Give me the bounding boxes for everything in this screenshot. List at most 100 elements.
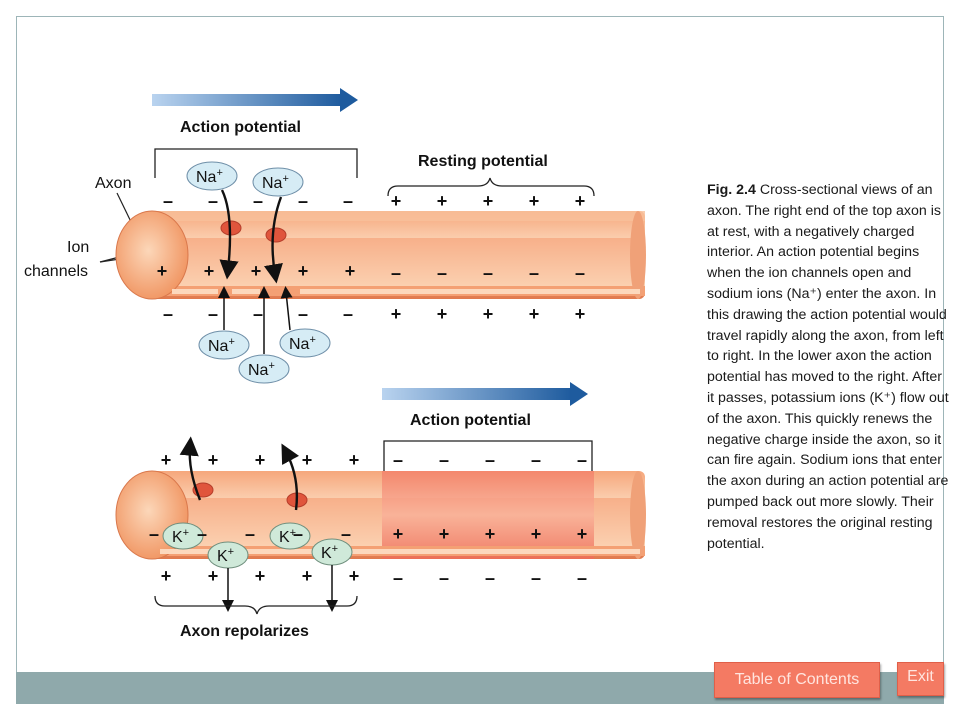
ion-charge: + [228,546,234,558]
na-influx-arrow [263,196,283,284]
k-ion-bubble: K+ [162,522,204,550]
bottom-axon-outer-charges-right: ––––– [393,450,587,470]
ion-channel [265,227,287,243]
positive-charge: + [575,304,586,324]
top-axon-inner-charges-left: + + + + + [157,261,356,281]
negative-charge: – [577,450,587,470]
negative-charge: – [485,568,495,588]
repolarize-bracket [154,595,358,615]
positive-charge: + [255,450,266,470]
k-ion-label: K [321,545,332,562]
ion-charge: + [183,527,189,539]
positive-charge: + [345,261,356,281]
k-efflux-arrow [281,443,300,511]
positive-charge: + [302,566,313,586]
positive-charge: + [157,261,168,281]
k-ion-bubble: K+ [269,522,311,550]
figure-caption: Fig. 2.4 Cross-sectional views of an axo… [707,180,950,554]
k-ion-label: K [172,529,183,546]
table-of-contents-button[interactable]: Table of Contents [714,662,880,698]
na-ion-bubble: Na+ [186,161,238,191]
positive-charge: + [577,524,588,544]
positive-charge: + [208,566,219,586]
negative-charge: – [253,304,263,324]
caption-text: Cross-sectional views of an axon. The ri… [707,182,949,552]
negative-charge: – [208,304,218,324]
negative-charge: – [253,191,263,211]
positive-charge: + [204,261,215,281]
na-influx-arrow [280,286,293,331]
bottom-axon-lower-charges-right: ––––– [393,568,587,588]
positive-charge: + [531,524,542,544]
ion-label: Ion [67,239,89,256]
k-ion-label: K [279,529,290,546]
svg-text:K+: K+ [279,527,296,546]
negative-charge: – [197,524,207,544]
ion-charge: + [309,334,315,346]
negative-charge: – [393,450,403,470]
ion-charge: + [228,336,234,348]
positive-charge: + [255,566,266,586]
na-ion-label: Na [289,336,310,353]
positive-charge: + [485,524,496,544]
ion-charge: + [282,173,288,185]
svg-text:K+: K+ [172,527,189,546]
bottom-axon-inner-charges-right: +++++ [393,524,588,544]
positive-charge: + [393,524,404,544]
na-ion-label: Na [248,362,269,379]
svg-text:Na+: Na+ [208,336,235,355]
negative-charge: – [343,191,353,211]
svg-text:K+: K+ [217,546,234,565]
na-ion-bubble: Na+ [198,330,250,360]
positive-charge: + [251,261,262,281]
na-influx-arrow [219,189,239,280]
positive-charge: + [349,450,360,470]
negative-charge: – [298,304,308,324]
bottom-axon-outer-charges-left: +++++ [161,450,360,470]
negative-charge: – [529,263,539,283]
na-ion-bubble: Na+ [238,354,290,384]
axon-repolarizes-label: Axon repolarizes [180,623,309,640]
top-action-bracket [154,148,358,178]
resting-potential-label: Resting potential [418,153,548,170]
positive-charge: + [483,191,494,211]
negative-charge: – [575,263,585,283]
negative-charge: – [485,450,495,470]
negative-charge: – [531,568,541,588]
positive-charge: + [298,261,309,281]
negative-charge: – [391,263,401,283]
top-axon-lower-charges-left: ––––– [163,304,353,324]
positive-charge: + [529,191,540,211]
na-ion-bubble: Na+ [279,328,331,358]
top-axon-outer-charges-left: ––––– [163,191,353,211]
negative-charge: – [245,524,255,544]
negative-charge: – [163,304,173,324]
na-ion-label: Na [262,175,283,192]
negative-charge: – [208,191,218,211]
bottom-action-potential-label: Action potential [410,412,531,429]
positive-charge: + [437,304,448,324]
negative-charge: – [437,263,447,283]
positive-charge: + [391,191,402,211]
negative-charge: – [577,568,587,588]
resting-bracket [387,177,595,197]
negative-charge: – [393,568,403,588]
positive-charge: + [529,304,540,324]
ion-charge: + [216,167,222,179]
negative-charge: – [439,450,449,470]
positive-charge: + [437,191,448,211]
svg-text:Na+: Na+ [262,173,289,192]
ion-charge: + [290,527,296,539]
bottom-axon-tube [115,470,646,560]
bottom-axon-inner-charges-left: ––––– [149,524,351,544]
positive-charge: + [208,450,219,470]
positive-charge: + [483,304,494,324]
positive-charge: + [302,450,313,470]
axon-diagram: Action potential Resting potential Axon … [24,88,646,640]
bottom-axon-lower-charges-left: +++++ [161,566,360,586]
negative-charge: – [531,450,541,470]
positive-charge: + [391,304,402,324]
negative-charge: – [341,524,351,544]
exit-button[interactable]: Exit [897,662,944,696]
top-axon-outer-charges-right: +++++ [391,191,586,211]
